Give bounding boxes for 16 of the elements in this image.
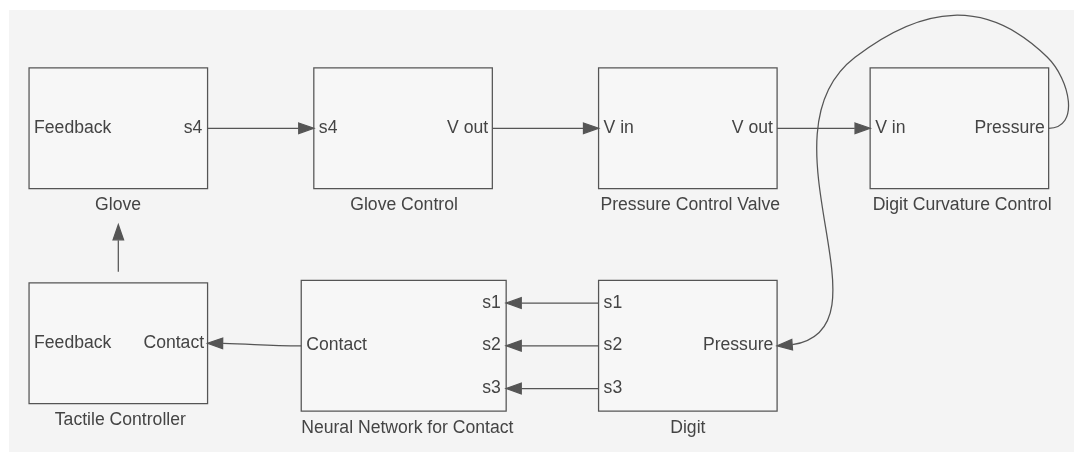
arrow bbox=[504, 296, 600, 310]
arrow bbox=[491, 122, 601, 135]
node-label: Tactile Controller bbox=[54, 409, 186, 430]
node-label: Neural Network for Contact bbox=[301, 416, 514, 437]
node-label: Pressure Control Valve bbox=[600, 194, 781, 215]
arrow bbox=[206, 122, 316, 135]
arrow bbox=[776, 122, 873, 135]
arrow bbox=[504, 339, 600, 352]
arrow bbox=[504, 382, 600, 395]
arrow bbox=[112, 222, 125, 273]
node-label: Glove Control bbox=[350, 194, 458, 215]
node-label: Glove bbox=[95, 194, 142, 215]
arrow bbox=[205, 337, 302, 350]
node-label: Digit Curvature Control bbox=[872, 194, 1052, 215]
arrow bbox=[775, 14, 1070, 351]
node-label: Digit bbox=[670, 416, 706, 437]
